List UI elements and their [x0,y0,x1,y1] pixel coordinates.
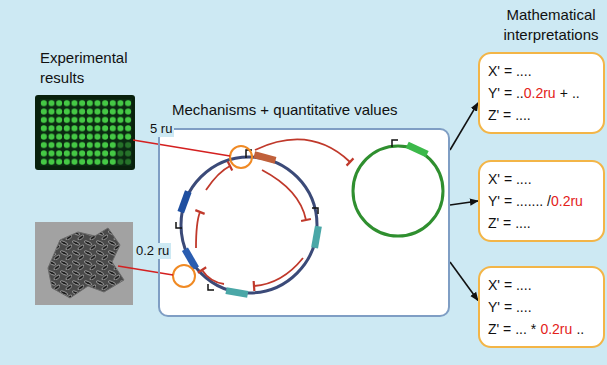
leader-lines [118,140,230,275]
flow-arrow [450,103,478,150]
equation-term: .. [576,321,584,337]
equation-line: X' = .... [488,168,595,190]
equation-term: X' = .... [488,277,532,293]
parameter-value: 0.2ru [524,85,556,101]
equation-line: Y' = ..0.2ru+ .. [488,82,595,104]
equation-line: Z' = .... [488,104,595,126]
plasmid-map [173,140,443,298]
parameter-value: 0.2ru [551,193,583,209]
equation-term: X' = .... [488,171,532,187]
equation-box: X' = .... Y' = .... Z' = ... *0.2ru.. [478,266,605,348]
microscopy-photo [35,222,133,305]
section-heading: Experimental results [40,48,152,88]
inhibition-arrows [196,139,350,286]
quantity-label: 5 ru [148,121,174,137]
quantity-label: 0.2 ru [134,243,171,259]
equation-box: X' = .... Y' = ....... /0.2ru Z' = .... [478,160,605,242]
equation-line: Z' = ... *0.2ru.. [488,318,595,340]
equation-line: X' = .... [488,60,595,82]
equation-term: Z' = .... [488,215,531,231]
equation-term: Z' = ... * [488,321,536,337]
equation-term: Y' = .... [488,299,532,315]
group-heading: Mechanisms + quantitative values [172,100,398,120]
flow-arrow [450,201,478,205]
equation-term: Y' = ....... / [488,193,551,209]
equation-line: Z' = .... [488,212,595,234]
equation-box: X' = .... Y' = ..0.2ru+ .. Z' = .... [478,52,605,134]
parameter-value: 0.2ru [540,321,572,337]
mechanism-box: Mechanisms + quantitative values [158,128,450,317]
equation-term: X' = .... [488,63,532,79]
equation-term: Y' = .. [488,85,524,101]
equation-line: Y' = ....... /0.2ru [488,190,595,212]
mechanism-ground [159,129,449,316]
equation-line: Y' = .... [488,296,595,318]
equation-term: + .. [560,85,580,101]
equation-term: Z' = .... [488,107,531,123]
flow-arrow [450,262,478,300]
plate-photo [35,95,135,170]
equation-line: X' = .... [488,274,595,296]
section-heading: Mathematical interpretations [497,5,605,45]
